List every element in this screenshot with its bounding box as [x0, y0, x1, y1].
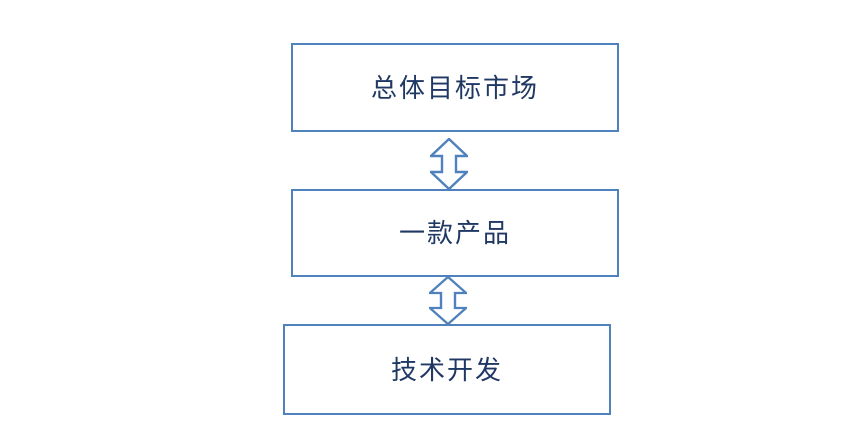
box-overall-target-market: 总体目标市场 [291, 43, 619, 132]
box-one-product-label: 一款产品 [398, 218, 511, 248]
box-overall-target-market-label: 总体目标市场 [370, 72, 539, 103]
box-technology-development: 技术开发 [283, 324, 611, 415]
up-down-arrow-icon [430, 138, 468, 190]
up-down-arrow-icon [429, 276, 467, 325]
box-one-product: 一款产品 [291, 189, 619, 277]
box-technology-development-label: 技术开发 [390, 354, 503, 385]
